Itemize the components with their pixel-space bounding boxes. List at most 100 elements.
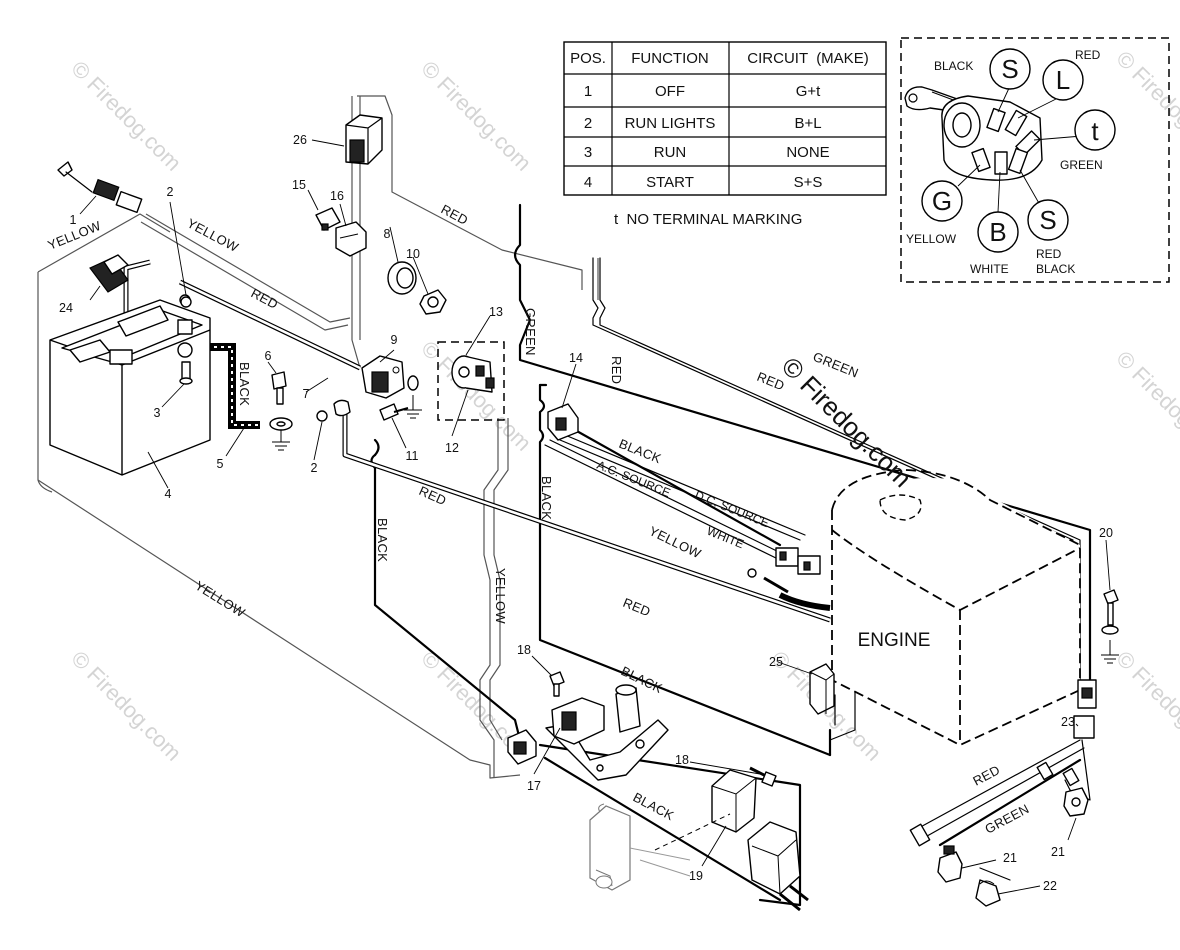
part-number: 4	[165, 487, 172, 501]
part-number: 16	[330, 189, 344, 203]
part-number: 22	[1043, 879, 1057, 893]
inset-wire-label: BLACK	[1036, 262, 1075, 276]
battery-4-icon	[49, 294, 211, 476]
part-number: 1	[70, 213, 77, 227]
plug-25-icon	[809, 663, 835, 715]
wires	[123, 203, 1092, 907]
table-cell: START	[646, 174, 694, 191]
inset-wire-label: RED	[1036, 247, 1062, 261]
part-number: 21	[1051, 845, 1065, 859]
watermark-tile: © Firedog.com	[1111, 646, 1180, 766]
connector-1-icon	[57, 161, 143, 214]
terminal-l	[1042, 59, 1084, 101]
inset-wire-label: RED	[1075, 48, 1101, 62]
part-number: 20	[1099, 526, 1113, 540]
wire-label: RED	[609, 356, 624, 384]
ignition-switch-body-icon	[941, 95, 1043, 181]
watermark-tile: © Firedog.com	[66, 56, 186, 176]
wire-label: BLACK	[617, 436, 664, 466]
table-cell: S+S	[794, 174, 823, 191]
part-number: 13	[489, 305, 503, 319]
terminal-label: S	[1039, 205, 1056, 235]
table-footnote: t NO TERMINAL MARKING	[614, 211, 802, 228]
part-number: 18	[517, 643, 531, 657]
connector-23-icon	[1073, 679, 1097, 739]
ground-washer-icon	[269, 417, 293, 431]
table-header: FUNCTION	[631, 50, 709, 67]
watermark-tile: © Firedog.com	[66, 646, 186, 766]
table-cell: NONE	[786, 144, 829, 161]
bezel-8-icon	[387, 261, 417, 295]
terminal-label: t	[1091, 116, 1099, 146]
part-number: 26	[293, 133, 307, 147]
dc-connector-icon	[747, 547, 821, 594]
part-number: 15	[292, 178, 306, 192]
wire-label: GREEN	[982, 801, 1031, 837]
terminal-s-bottom	[1027, 199, 1069, 241]
ground-symbol-icon	[1101, 640, 1119, 664]
wire-label: BLACK	[375, 518, 390, 562]
part-number: 14	[569, 351, 583, 365]
engine-icon: ENGINE	[831, 469, 1081, 746]
nut-2a-icon	[180, 296, 192, 308]
bracket-pedal-icon	[589, 803, 691, 891]
bulb-21a-icon	[937, 845, 963, 883]
wire-label: BLACK	[539, 476, 554, 520]
table-header: POS.	[570, 50, 606, 67]
part-number: 3	[154, 406, 161, 420]
part-number: 7	[303, 387, 310, 401]
part-number: 2	[311, 461, 318, 475]
lamp-socket-icon	[909, 761, 1080, 847]
wire-label: BLACK	[631, 789, 677, 823]
terminal-label: G	[932, 186, 952, 216]
ignition-switch-12-icon	[437, 341, 505, 421]
part-number: 24	[59, 301, 73, 315]
wire-label: GREEN	[523, 308, 538, 356]
terminal-t	[1074, 109, 1116, 151]
part-number: 23	[1061, 715, 1075, 729]
wire-label: RED	[439, 201, 471, 228]
inset-wire-label: YELLOW	[906, 232, 957, 246]
wire-label: YELLOW	[493, 568, 508, 624]
ignition-switch-inset: S L t G B S BLACK RED GREEN YELLOW WHITE…	[900, 37, 1170, 283]
wire-label: YELLOW	[192, 578, 248, 621]
bulb-22-icon	[975, 879, 1001, 907]
ground-symbol-icon	[272, 430, 290, 451]
inset-wire-label: BLACK	[934, 59, 973, 73]
connector-seat-icon	[507, 729, 537, 765]
wire-label: BLACK	[237, 362, 252, 406]
relay-16-icon	[335, 221, 367, 257]
part-number: 19	[689, 869, 703, 883]
part-number: 25	[769, 655, 783, 669]
part-number: 8	[384, 227, 391, 241]
switch-17-icon	[545, 684, 669, 781]
engine-label: ENGINE	[858, 630, 931, 651]
terminal-g	[921, 180, 963, 222]
screw-18b-icon	[749, 766, 777, 787]
table-cell: RUN LIGHTS	[625, 115, 716, 132]
nut-10-icon	[419, 289, 447, 315]
connector-14-icon	[547, 403, 579, 441]
table-cell: RUN	[654, 144, 687, 161]
terminal-label: L	[1056, 65, 1070, 95]
table-cell: B+L	[794, 115, 821, 132]
wire-label: YELLOW	[185, 215, 242, 255]
part-number: 2	[167, 185, 174, 199]
screw-18a-icon	[549, 671, 565, 697]
table-cell: 1	[584, 83, 592, 100]
fuse-15-icon	[315, 207, 341, 231]
battery-boot-24-icon	[89, 254, 129, 293]
watermark-tile: © Firedog.com	[1111, 346, 1180, 466]
table-header: CIRCUIT (MAKE)	[747, 50, 868, 67]
bolt-20-icon	[1101, 589, 1119, 635]
table-cell: OFF	[655, 83, 685, 100]
table-cell: 2	[584, 115, 592, 132]
bolt-6-icon	[271, 371, 287, 405]
bolt-3-icon	[179, 361, 193, 385]
watermark-tile: © Firedog.com	[416, 336, 536, 456]
switch-19-icon	[711, 769, 809, 912]
ground-symbol-icon	[404, 395, 422, 419]
table-cell: 4	[584, 174, 592, 191]
part-number: 17	[527, 779, 541, 793]
